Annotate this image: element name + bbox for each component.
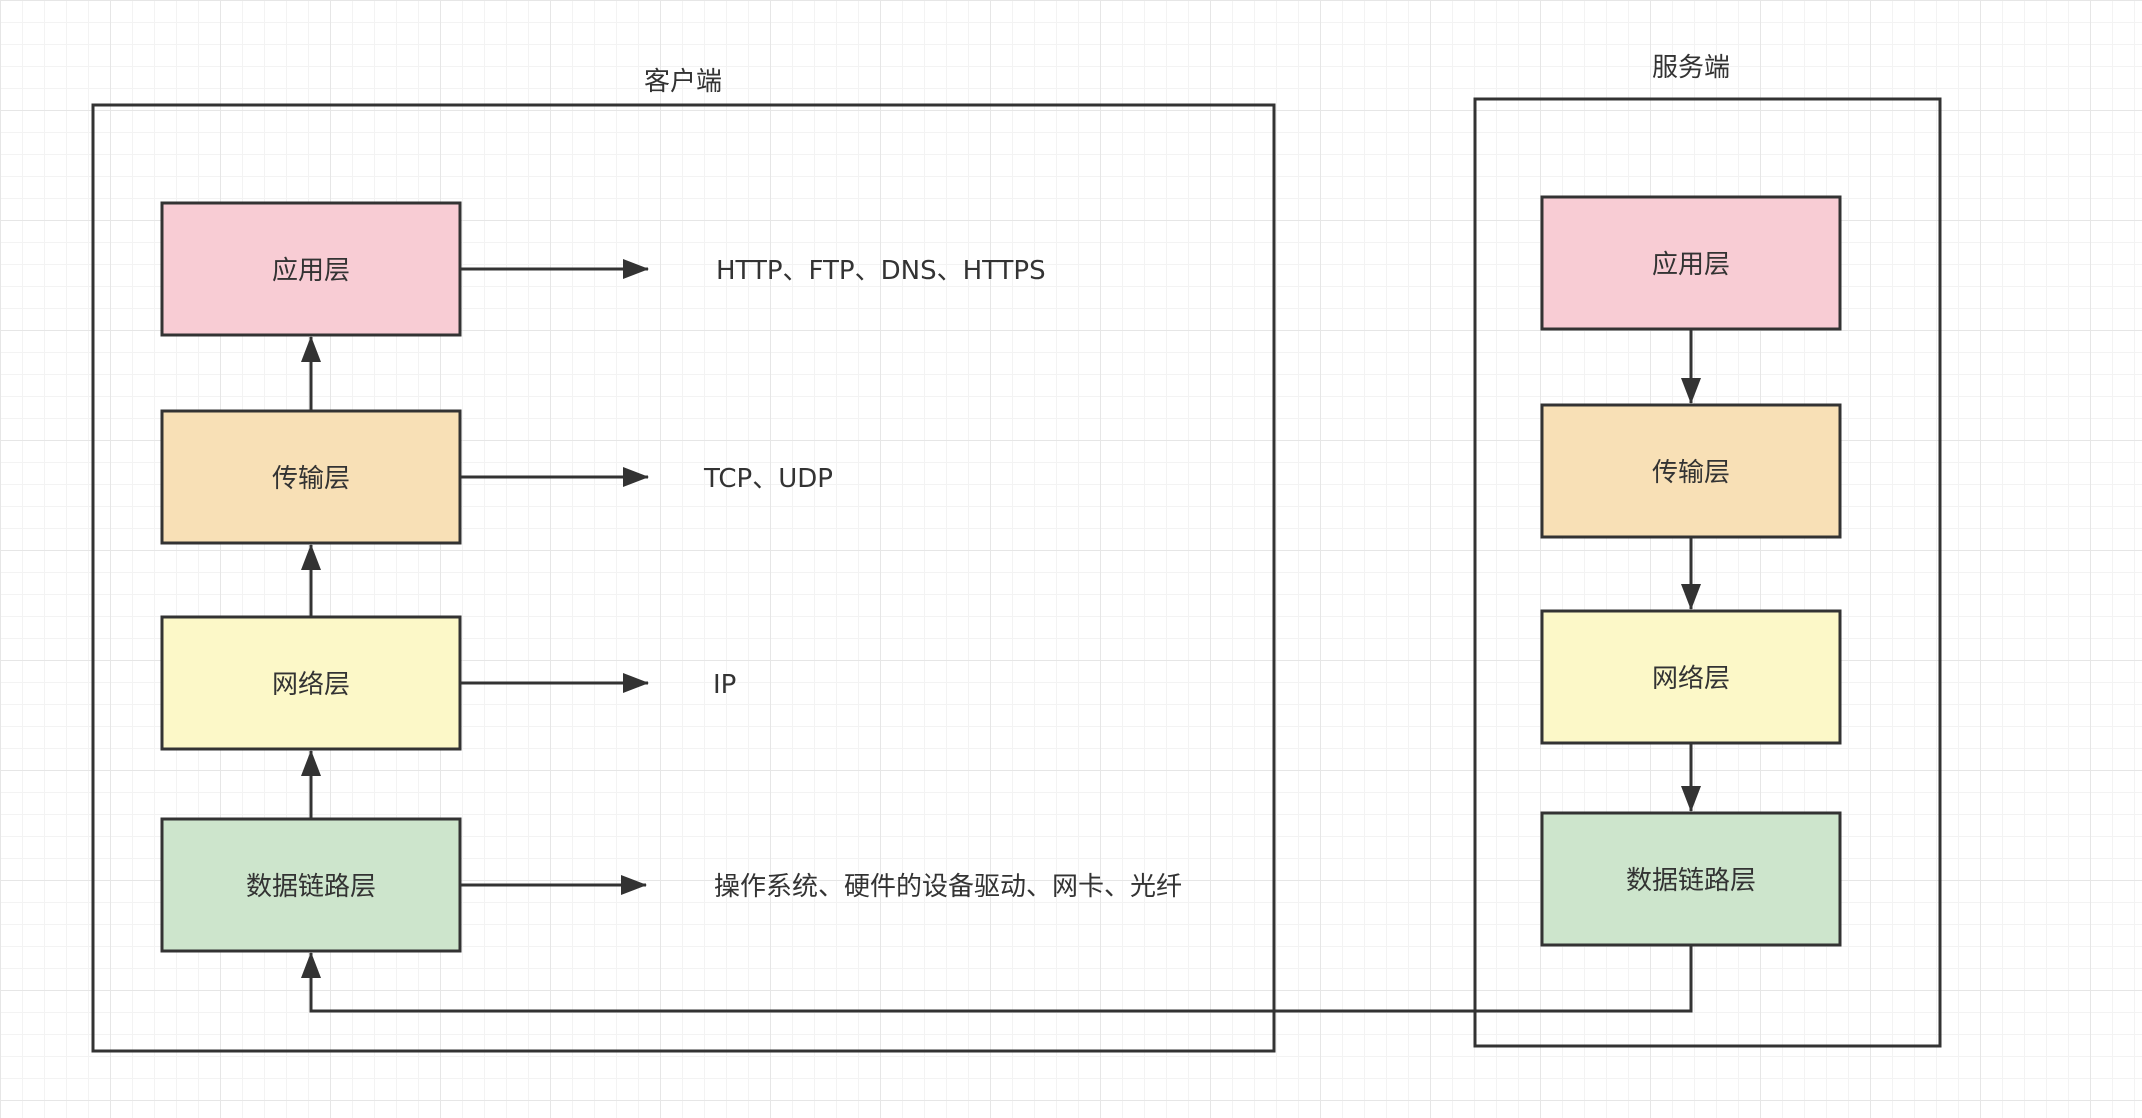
server-datalink-box bbox=[1540, 811, 1842, 947]
client-container: 客户端 bbox=[91, 67, 1276, 1053]
server-network-label: 网络层 bbox=[1652, 664, 1730, 694]
client-application-label: 应用层 bbox=[272, 256, 350, 286]
client-application-box bbox=[160, 201, 462, 337]
client-network-layer: 网络层 bbox=[160, 615, 462, 751]
server-application-label: 应用层 bbox=[1652, 250, 1730, 280]
server-container: 服务端 bbox=[1473, 53, 1942, 1048]
server-transport-label: 传输层 bbox=[1652, 458, 1730, 488]
server-container-box bbox=[1473, 97, 1942, 1048]
server-transport-layer: 传输层 bbox=[1540, 403, 1842, 539]
client-network-box bbox=[160, 615, 462, 751]
client-title: 客户端 bbox=[644, 67, 722, 97]
server-datalink-layer: 数据链路层 bbox=[1540, 811, 1842, 947]
client-transport-label: 传输层 bbox=[272, 464, 350, 494]
network-protocols-label: IP bbox=[713, 670, 736, 700]
server-application-layer: 应用层 bbox=[1540, 195, 1842, 331]
application-protocols-label: HTTP、FTP、DNS、HTTPS bbox=[716, 256, 1046, 286]
client-transport-layer: 传输层 bbox=[160, 409, 462, 545]
client-application-layer: 应用层 bbox=[160, 201, 462, 337]
server-datalink-label: 数据链路层 bbox=[1626, 866, 1756, 896]
server-network-layer: 网络层 bbox=[1540, 609, 1842, 745]
server-transport-box bbox=[1540, 403, 1842, 539]
client-datalink-label: 数据链路层 bbox=[246, 872, 376, 902]
server-title: 服务端 bbox=[1652, 53, 1730, 83]
arrow-server-to-client-datalink bbox=[301, 945, 1693, 1013]
server-application-box bbox=[1540, 195, 1842, 331]
client-datalink-box bbox=[160, 817, 462, 953]
datalink-protocols-label: 操作系统、硬件的设备驱动、网卡、光纤 bbox=[714, 872, 1182, 902]
client-container-box bbox=[91, 103, 1276, 1053]
transport-protocols-label: TCP、UDP bbox=[703, 464, 833, 494]
client-network-label: 网络层 bbox=[272, 670, 350, 700]
client-datalink-layer: 数据链路层 bbox=[160, 817, 462, 953]
